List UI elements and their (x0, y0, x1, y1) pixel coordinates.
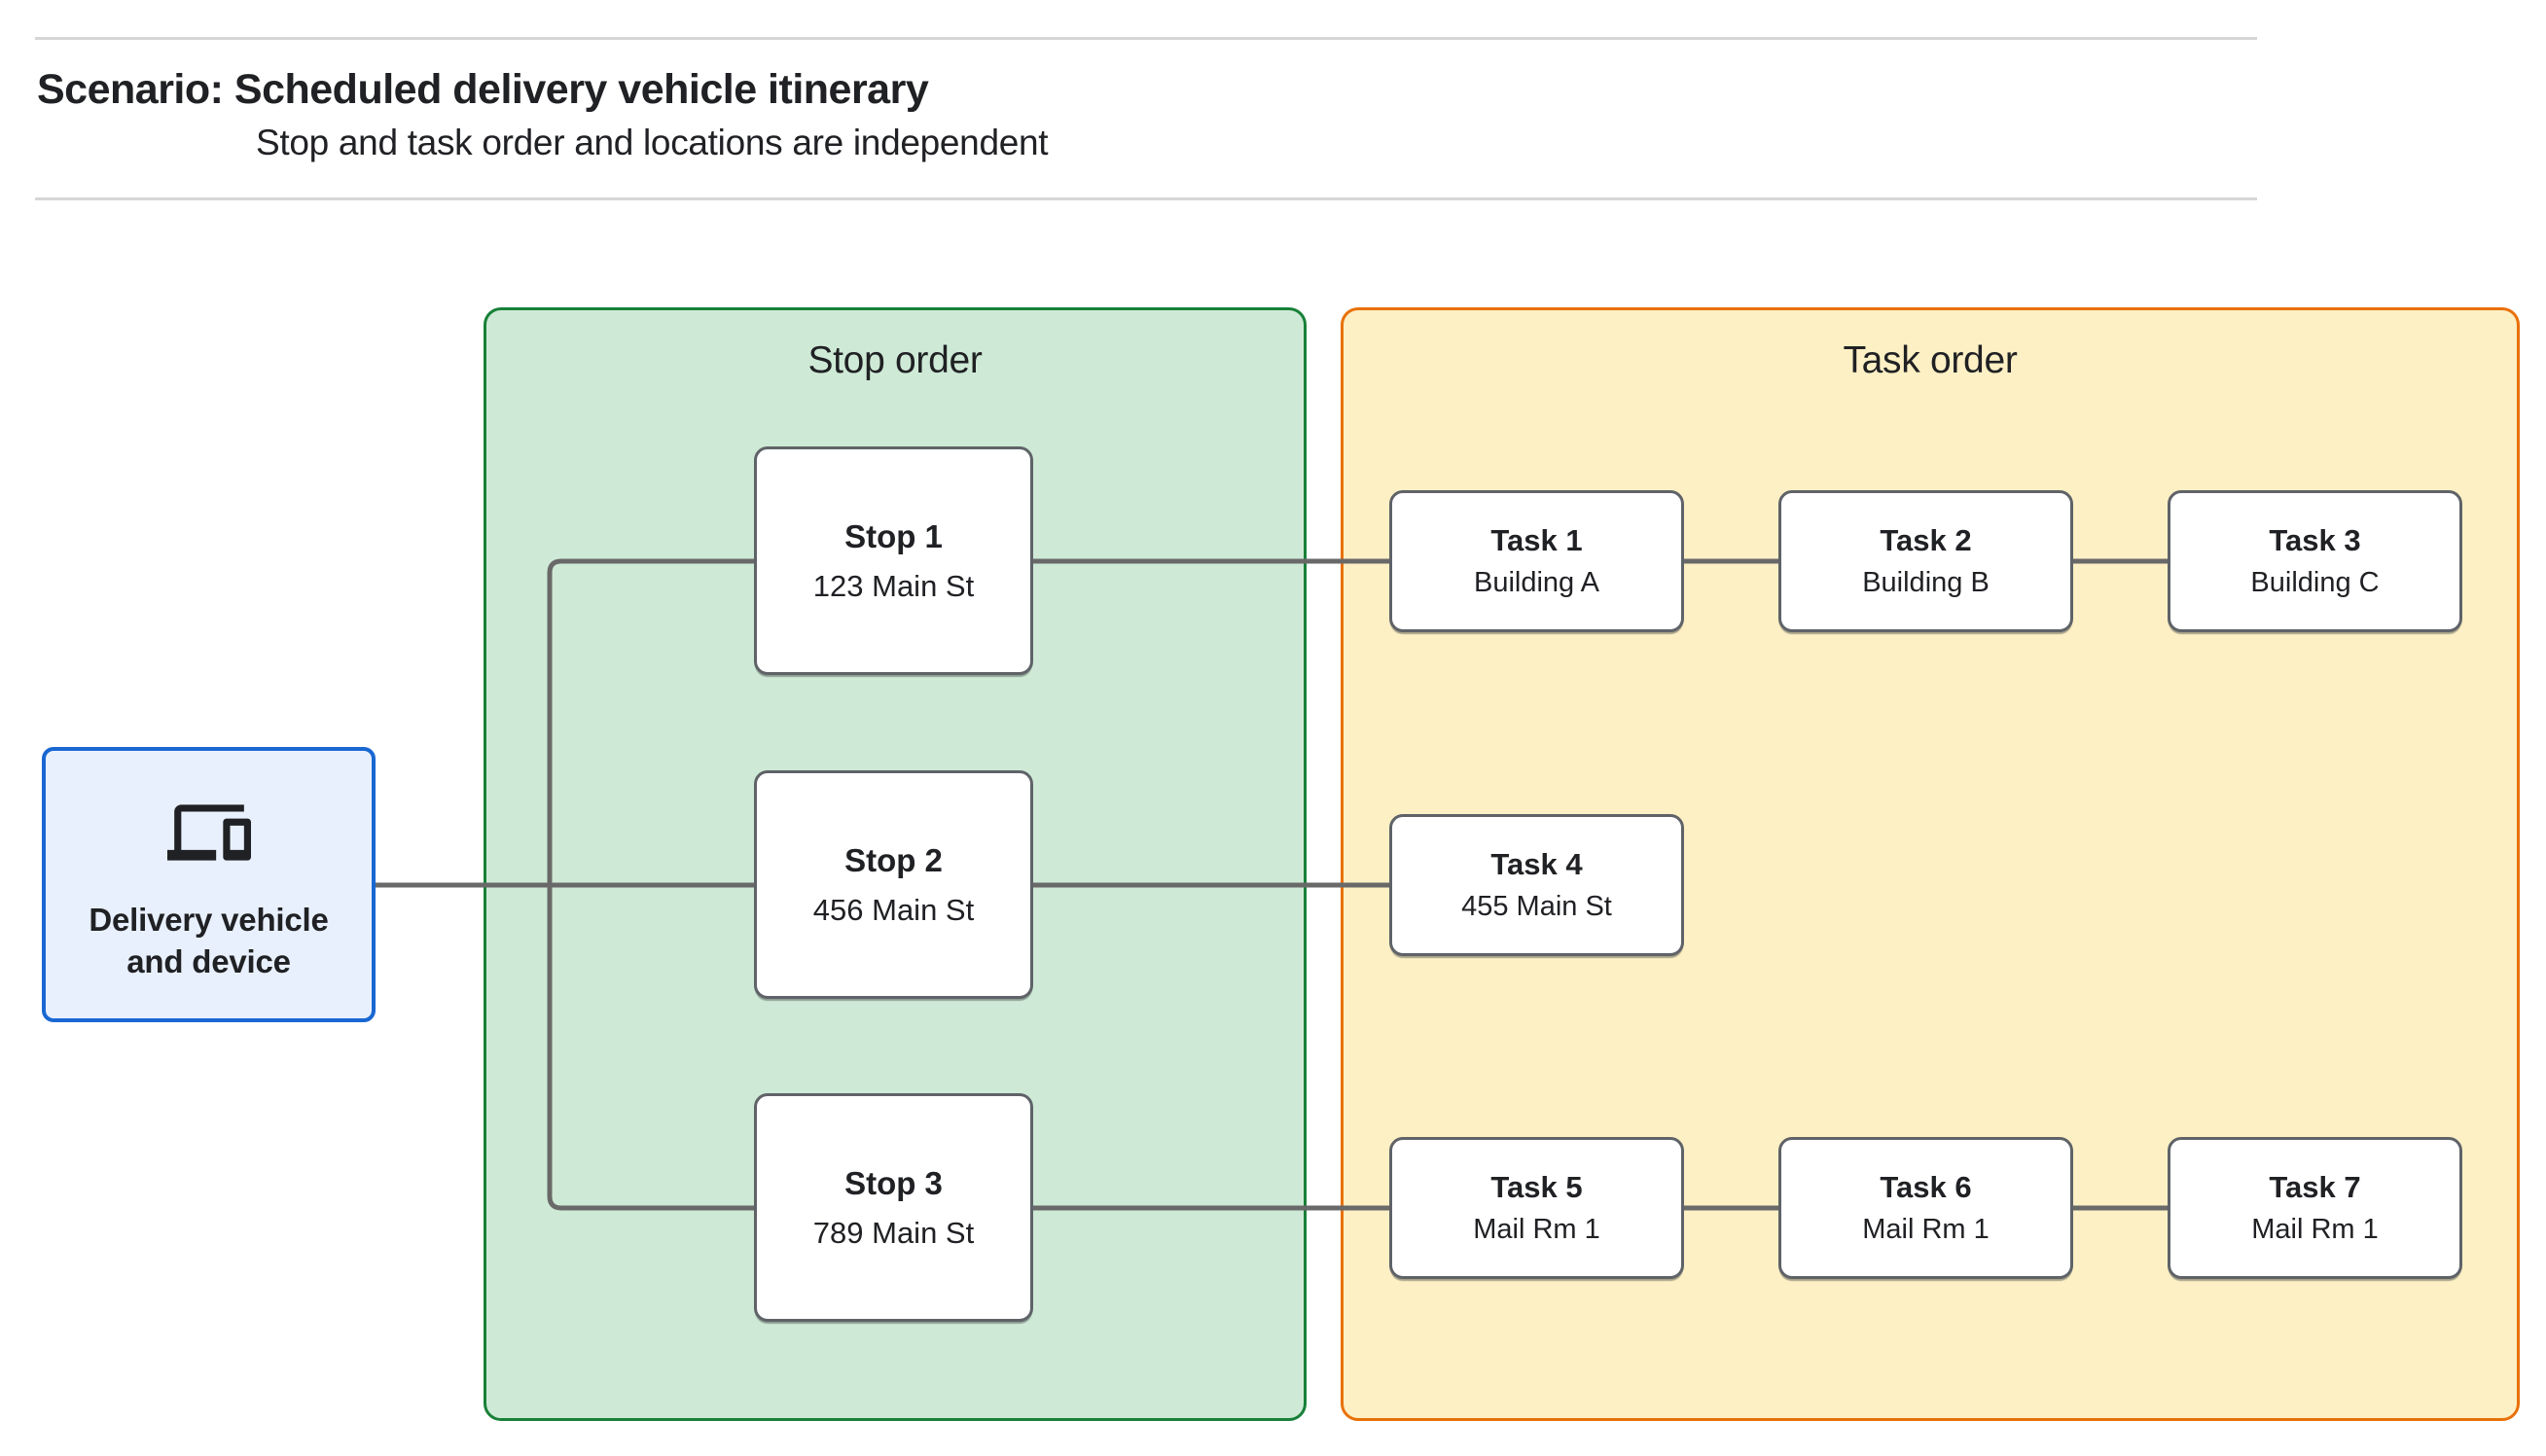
node-name: Task 5 (1490, 1170, 1583, 1204)
delivery-vehicle-label: Delivery vehicle and device (89, 902, 329, 979)
node-name: Stop 1 (844, 517, 943, 554)
divider-top (35, 37, 2257, 40)
task-5-node: Task 5 Mail Rm 1 (1389, 1137, 1684, 1279)
node-name: Task 1 (1490, 523, 1583, 557)
page-title: Scenario: Scheduled delivery vehicle iti… (37, 66, 929, 113)
node-location: 789 Main St (812, 1215, 975, 1250)
stop-order-panel-title: Stop order (807, 339, 983, 381)
task-3-node: Task 3 Building C (2168, 490, 2462, 632)
task-order-panel-title: Task order (1843, 339, 2018, 381)
node-location: 456 Main St (812, 892, 975, 927)
node-location: Mail Rm 1 (1862, 1214, 1990, 1245)
devices-icon (166, 791, 251, 874)
node-name: Task 3 (2269, 523, 2361, 557)
task-2-node: Task 2 Building B (1778, 490, 2073, 632)
node-location: Building B (1862, 567, 1990, 598)
node-location: 123 Main St (812, 568, 975, 603)
node-name: Task 7 (2269, 1170, 2361, 1204)
node-name: Task 6 (1880, 1170, 1972, 1204)
divider-header-bottom (35, 197, 2257, 200)
stop-2-node: Stop 2 456 Main St (754, 770, 1033, 999)
node-name: Task 4 (1490, 847, 1583, 881)
node-location: Mail Rm 1 (1473, 1214, 1600, 1245)
stop-3-node: Stop 3 789 Main St (754, 1093, 1033, 1322)
delivery-vehicle-node: Delivery vehicle and device (42, 747, 376, 1022)
stop-1-node: Stop 1 123 Main St (754, 446, 1033, 675)
task-4-node: Task 4 455 Main St (1389, 814, 1684, 956)
node-location: Building C (2250, 567, 2380, 598)
task-6-node: Task 6 Mail Rm 1 (1778, 1137, 2073, 1279)
node-location: 455 Main St (1461, 891, 1612, 922)
node-name: Stop 2 (844, 841, 943, 878)
task-1-node: Task 1 Building A (1389, 490, 1684, 632)
node-location: Mail Rm 1 (2251, 1214, 2379, 1245)
page-subtitle: Stop and task order and locations are in… (256, 123, 1049, 162)
node-name: Stop 3 (844, 1164, 943, 1201)
task-7-node: Task 7 Mail Rm 1 (2168, 1137, 2462, 1279)
node-name: Task 2 (1880, 523, 1972, 557)
node-location: Building A (1474, 567, 1599, 598)
